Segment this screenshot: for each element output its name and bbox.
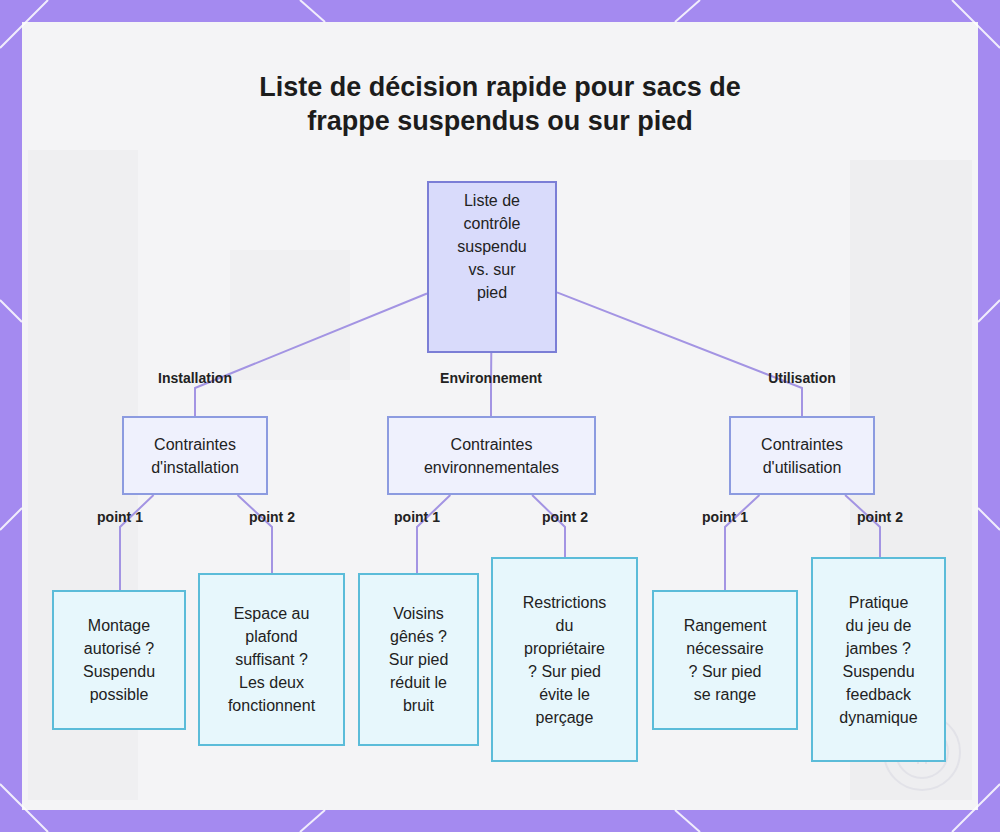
edge-label: point 2 [857, 509, 903, 525]
category-box: Contraintes d'installation [122, 416, 268, 495]
connector-line [532, 495, 565, 557]
node-text: Contraintes environnementales [402, 433, 582, 479]
leaf-box: Espace au plafond suffisant ? Les deux f… [198, 573, 345, 746]
leaf-box: Voisins gênés ? Sur pied réduit le bruit [358, 573, 479, 746]
edge-label: point 1 [702, 509, 748, 525]
leaf-box: Montage autorisé ? Suspendu possible [52, 590, 186, 730]
diagram-title: Liste de décision rapide pour sacs de fr… [242, 70, 758, 138]
edge-label: Environnement [440, 370, 542, 386]
edge-label: Installation [158, 370, 232, 386]
leaf-box: Pratique du jeu de jambes ? Suspendu fee… [811, 557, 946, 762]
connector-line [195, 293, 427, 416]
connector-line [238, 495, 272, 573]
leaf-box: Restrictions du propriétaire ? Sur pied … [491, 557, 638, 762]
node-text: Montage autorisé ? Suspendu possible [73, 614, 165, 706]
inner-panel [22, 22, 978, 810]
node-text: Liste de contrôle suspendu vs. sur pied [453, 189, 531, 304]
connector-line [845, 495, 880, 557]
edge-label: point 2 [542, 509, 588, 525]
leaf-box: Rangement nécessaire ? Sur pied se range [652, 590, 798, 730]
connector-line [557, 292, 802, 416]
node-text: Contraintes d'utilisation [740, 433, 864, 479]
edge-label: point 1 [97, 509, 143, 525]
node-text: Voisins gênés ? Sur pied réduit le bruit [379, 602, 459, 717]
connector-line [417, 495, 450, 573]
root-box: Liste de contrôle suspendu vs. sur pied [427, 181, 557, 353]
node-text: Pratique du jeu de jambes ? Suspendu fee… [839, 591, 919, 729]
node-text: Rangement nécessaire ? Sur pied se range [681, 614, 769, 706]
category-box: Contraintes d'utilisation [729, 416, 875, 495]
category-box: Contraintes environnementales [387, 416, 596, 495]
edge-label: point 1 [394, 509, 440, 525]
background-blur [230, 250, 350, 380]
edge-label: point 2 [249, 509, 295, 525]
node-text: Contraintes d'installation [133, 433, 257, 479]
edge-label: Utilisation [768, 370, 836, 386]
node-text: Restrictions du propriétaire ? Sur pied … [519, 591, 611, 729]
node-text: Espace au plafond suffisant ? Les deux f… [224, 602, 320, 717]
